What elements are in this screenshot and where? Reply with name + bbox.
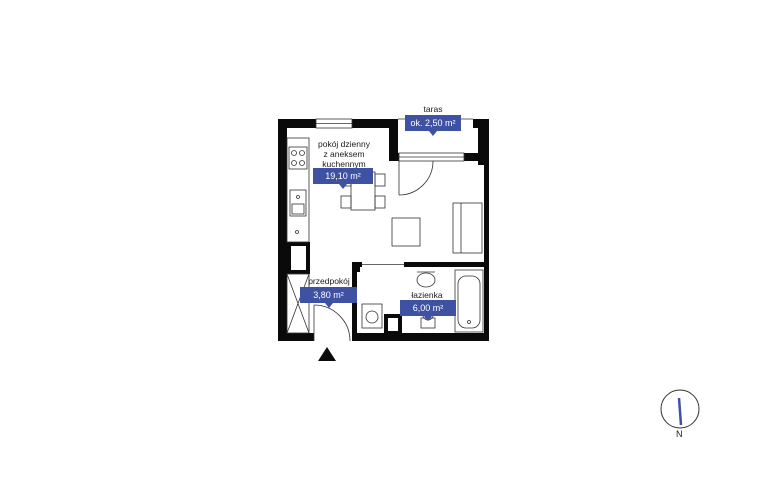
living-room-label-line-1: pokój dzienny: [318, 139, 370, 149]
chair-icon: [340, 195, 352, 209]
living-room-area-tag: 19,10 m²: [313, 168, 373, 189]
terrace-area-tag: ok. 2,50 m²: [405, 115, 461, 136]
living-room-label-line-2: z aneksem: [323, 149, 365, 159]
entrance-arrow-icon: [318, 347, 336, 361]
sofa-icon: [452, 202, 483, 254]
table-icon: [391, 217, 421, 247]
chair-icon: [374, 173, 386, 187]
hall-label: przedpokój: [308, 276, 350, 286]
sink-icon: [416, 272, 436, 288]
hall-area-tag: 3,80 m²: [300, 287, 357, 308]
living-room-label-line-3: kuchennym: [322, 159, 366, 169]
bathroom-label: łazienka: [411, 290, 443, 300]
kitchen-counter: [286, 137, 310, 243]
outer-walls: [278, 119, 489, 341]
windows: [315, 118, 465, 162]
living-room-label: pokój dzienny z aneksem kuchennym: [306, 139, 382, 169]
washing-machine-icon: [361, 303, 383, 329]
living-furniture: [286, 171, 483, 334]
kitchen-hob-icon: [288, 146, 308, 170]
compass-north-label: N: [676, 429, 683, 439]
kitchen-sink-icon: [289, 189, 307, 217]
compass-icon: [660, 389, 700, 429]
bathroom-area-tag: 6,00 m²: [400, 300, 456, 321]
doors: [313, 160, 434, 342]
terrace-label: taras: [423, 104, 443, 114]
chair-icon: [374, 195, 386, 209]
